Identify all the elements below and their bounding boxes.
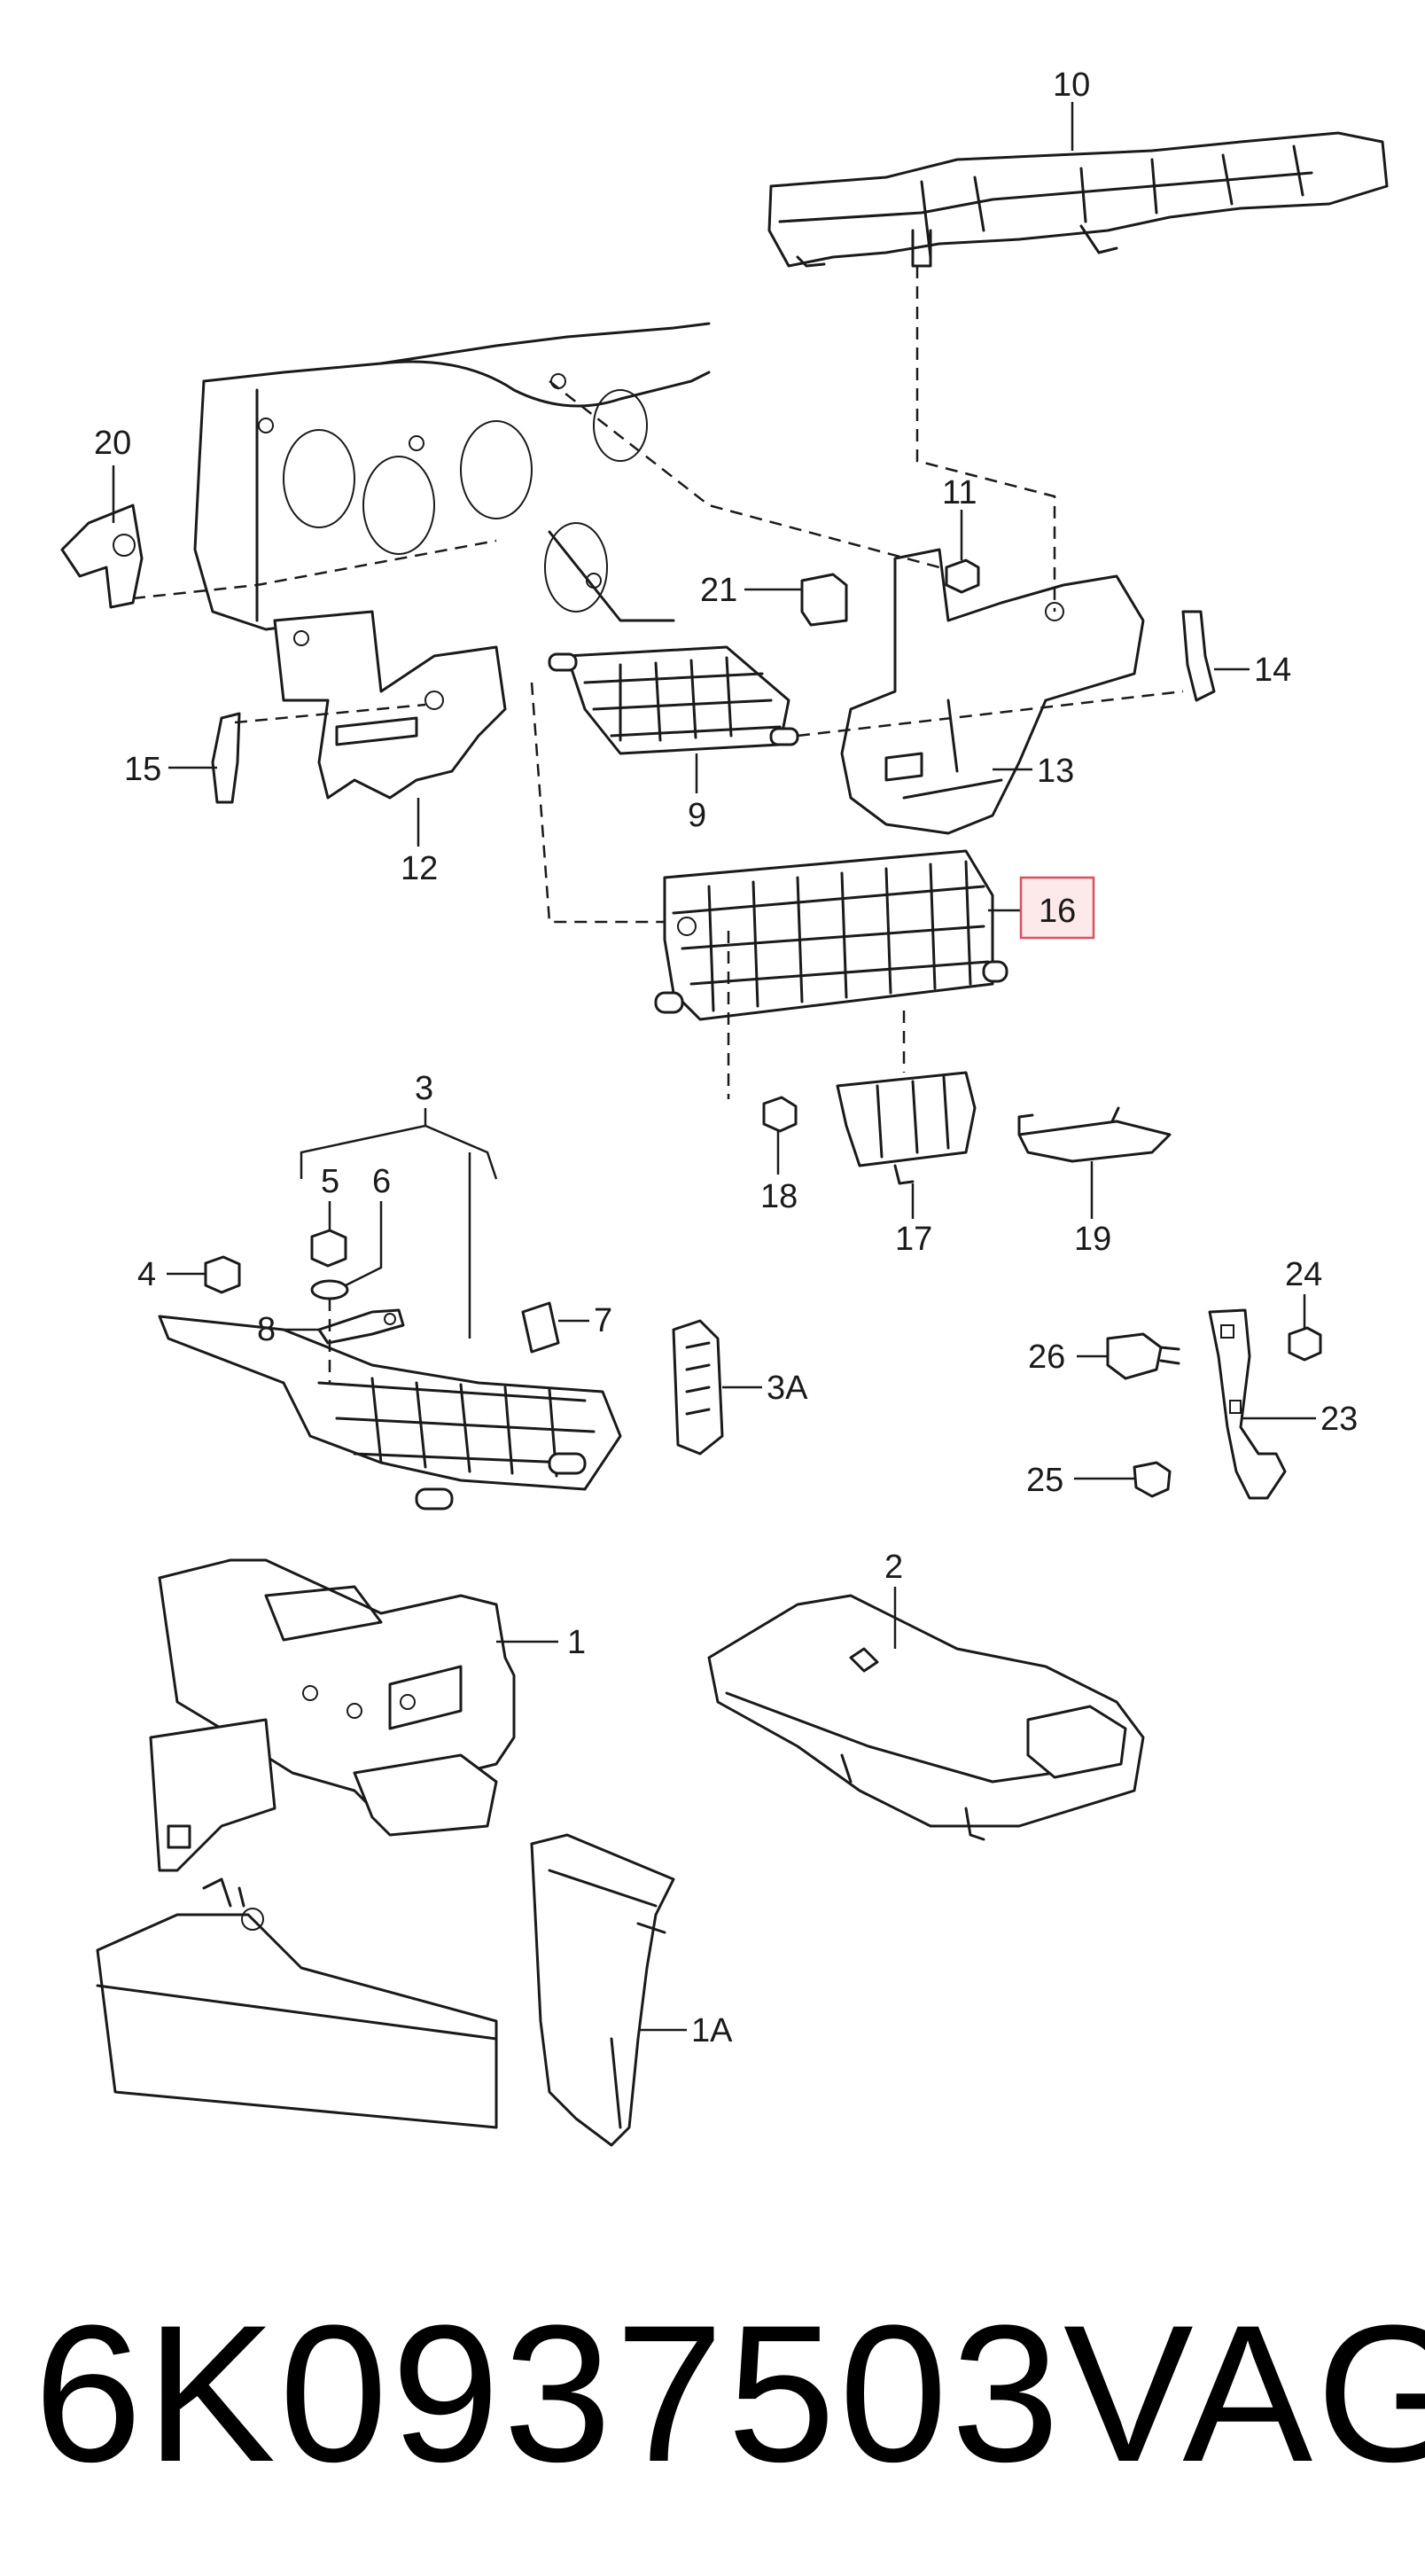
callout-6: 6 <box>372 1163 391 1200</box>
callout-13: 13 <box>1037 753 1074 790</box>
part-13-housing-bracket <box>840 548 1145 835</box>
part-24-nut <box>1288 1326 1322 1362</box>
callout-26: 26 <box>1028 1339 1065 1376</box>
callout-10: 10 <box>1053 66 1090 104</box>
part-15-clip <box>211 712 241 804</box>
part-12-bracket-plate <box>273 610 507 800</box>
part-14-clip <box>1181 610 1216 702</box>
part-1A-duct <box>530 1833 675 2147</box>
body-panel-outline <box>193 322 711 631</box>
callout-20: 20 <box>94 425 131 462</box>
callout-8: 8 <box>257 1311 276 1348</box>
callout-14: 14 <box>1254 652 1291 689</box>
part-number-caption: 6K0937503 <box>34 2284 1063 2502</box>
part-5-nut <box>310 1229 347 1268</box>
part-17-socket <box>836 1071 977 1185</box>
part-2-cover <box>707 1594 1145 1841</box>
part-7-fuse <box>521 1301 560 1354</box>
callout-2: 2 <box>884 1549 903 1586</box>
part-16-highlight-box <box>1019 876 1095 940</box>
callout-25: 25 <box>1026 1462 1063 1499</box>
callout-19: 19 <box>1074 1221 1111 1258</box>
callout-7: 7 <box>594 1302 612 1339</box>
callout-24: 24 <box>1285 1256 1322 1293</box>
callout-labels: 10 20 11 21 14 15 12 9 13 16 18 17 19 3 … <box>94 66 1358 2049</box>
part-26-clamp <box>1106 1332 1180 1380</box>
callout-12: 12 <box>401 850 438 887</box>
part-9-relay-carrier <box>548 645 799 755</box>
callout-15: 15 <box>124 751 161 788</box>
callout-5: 5 <box>321 1163 339 1200</box>
callout-4: 4 <box>137 1256 156 1293</box>
part-1-carrier <box>149 1558 516 1872</box>
part-19-bracket <box>1017 1106 1172 1163</box>
callout-16: 16 <box>1039 893 1076 930</box>
part-25-rivet <box>1133 1461 1172 1498</box>
battery-tray-outline <box>96 1877 498 2129</box>
part-21-relay <box>800 573 848 627</box>
part-3-carrier-assembly <box>158 1315 622 1510</box>
callout-23: 23 <box>1320 1401 1358 1438</box>
part-23-bracket <box>1208 1308 1287 1500</box>
leader-lines <box>112 102 1316 2032</box>
part-10-bracket <box>767 131 1389 268</box>
part-3A-cover <box>672 1319 724 1456</box>
callout-18: 18 <box>760 1178 798 1215</box>
part-4-nut <box>204 1255 241 1294</box>
part-16-relay-plate <box>654 849 1008 1021</box>
callout-11: 11 <box>942 474 977 511</box>
callout-17: 17 <box>895 1221 932 1258</box>
callout-1: 1 <box>567 1624 586 1661</box>
callout-3A: 3A <box>767 1370 808 1407</box>
part-18-nut <box>762 1096 798 1133</box>
callout-21: 21 <box>700 572 737 609</box>
part-6-washer <box>310 1279 349 1300</box>
part-20-clip <box>60 503 144 609</box>
part-8-terminal <box>317 1308 405 1345</box>
callout-3: 3 <box>415 1070 433 1107</box>
callout-9: 9 <box>688 797 706 834</box>
brand-caption: VAG <box>1063 2284 1425 2502</box>
part-11-nut <box>945 558 980 594</box>
callout-1A: 1A <box>691 2012 733 2049</box>
